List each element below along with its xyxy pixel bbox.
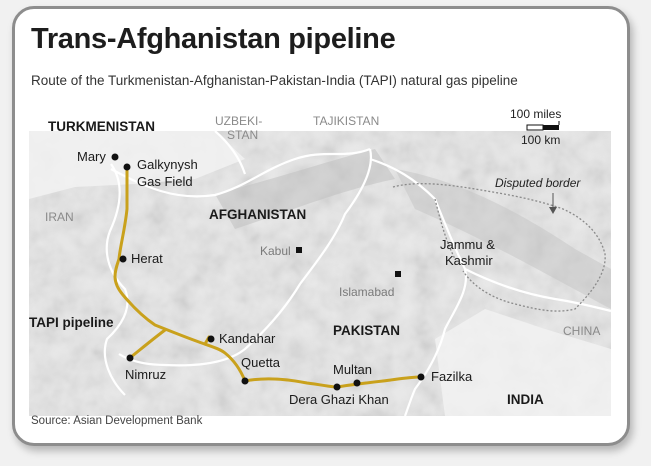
label-jammu-kashmir-2: Kashmir: [445, 253, 493, 268]
label-fazilka: Fazilka: [431, 369, 473, 384]
pipeline-nimruz-branch: [129, 328, 167, 359]
label-afghanistan: AFGHANISTAN: [209, 207, 306, 222]
plains-india: [435, 309, 611, 416]
map-subtitle: Route of the Turkmenistan-Afghanistan-Pa…: [31, 73, 518, 88]
scale-bar-white: [526, 124, 544, 131]
label-multan: Multan: [333, 362, 372, 377]
label-pakistan: PAKISTAN: [333, 323, 400, 338]
islamabad-marker: [395, 271, 401, 277]
label-quetta: Quetta: [241, 355, 281, 370]
mountains-himalaya: [395, 169, 611, 309]
source-note: Source: Asian Development Bank: [31, 415, 203, 427]
pipeline-main: [113, 165, 423, 389]
scale-km: 100 km: [521, 133, 560, 147]
galkynysh-dot: [123, 163, 131, 171]
scale-bar: 100 miles 100 km: [510, 107, 561, 147]
label-galkynysh-1: Galkynysh: [137, 157, 198, 172]
fazilka-dot: [417, 373, 425, 381]
nimruz-dot: [126, 354, 134, 362]
label-jammu-kashmir-1: Jammu &: [440, 237, 495, 252]
mary-dot: [111, 153, 119, 161]
label-islamabad: Islamabad: [339, 285, 394, 299]
country-borders: [103, 130, 612, 417]
multan-dot: [353, 379, 361, 387]
label-uzbekistan-2: STAN: [227, 128, 258, 142]
mountains-hindukush: [215, 149, 395, 229]
herat-dot: [119, 255, 127, 263]
label-dera-ghazi-khan: Dera Ghazi Khan: [289, 392, 389, 407]
map-canvas: 100 miles 100 km TURKMENISTAN UZBEKI- ST…: [29, 107, 612, 417]
label-herat: Herat: [131, 251, 163, 266]
label-india: INDIA: [507, 392, 544, 407]
label-nimruz: Nimruz: [125, 367, 166, 382]
kabul-marker: [296, 247, 302, 253]
label-china: CHINA: [563, 324, 600, 338]
kandahar-dot: [207, 335, 215, 343]
scale-bar-black: [543, 125, 559, 130]
dera-ghazi-khan-dot: [333, 383, 341, 391]
quetta-dot: [241, 377, 249, 385]
label-tajikistan: TAJIKISTAN: [313, 114, 379, 128]
disputed-borders: [392, 183, 606, 312]
label-galkynysh-2: Gas Field: [137, 174, 193, 189]
label-turkmenistan: TURKMENISTAN: [48, 119, 155, 134]
label-iran: IRAN: [45, 210, 74, 224]
label-kabul: Kabul: [260, 244, 291, 258]
map-title: Trans-Afghanistan pipeline: [31, 23, 396, 55]
city-dots: [111, 153, 425, 391]
label-tapi-pipeline: TAPI pipeline: [29, 315, 114, 330]
disputed-pointer-arrow: [549, 207, 557, 214]
scale-miles: 100 miles: [510, 107, 561, 121]
label-mary: Mary: [77, 149, 106, 164]
map-card: 100 miles 100 km TURKMENISTAN UZBEKI- ST…: [12, 6, 630, 446]
label-kandahar: Kandahar: [219, 331, 276, 346]
label-disputed-border: Disputed border: [495, 176, 581, 190]
plains-north: [29, 131, 245, 199]
label-uzbekistan-1: UZBEKI-: [215, 114, 262, 128]
